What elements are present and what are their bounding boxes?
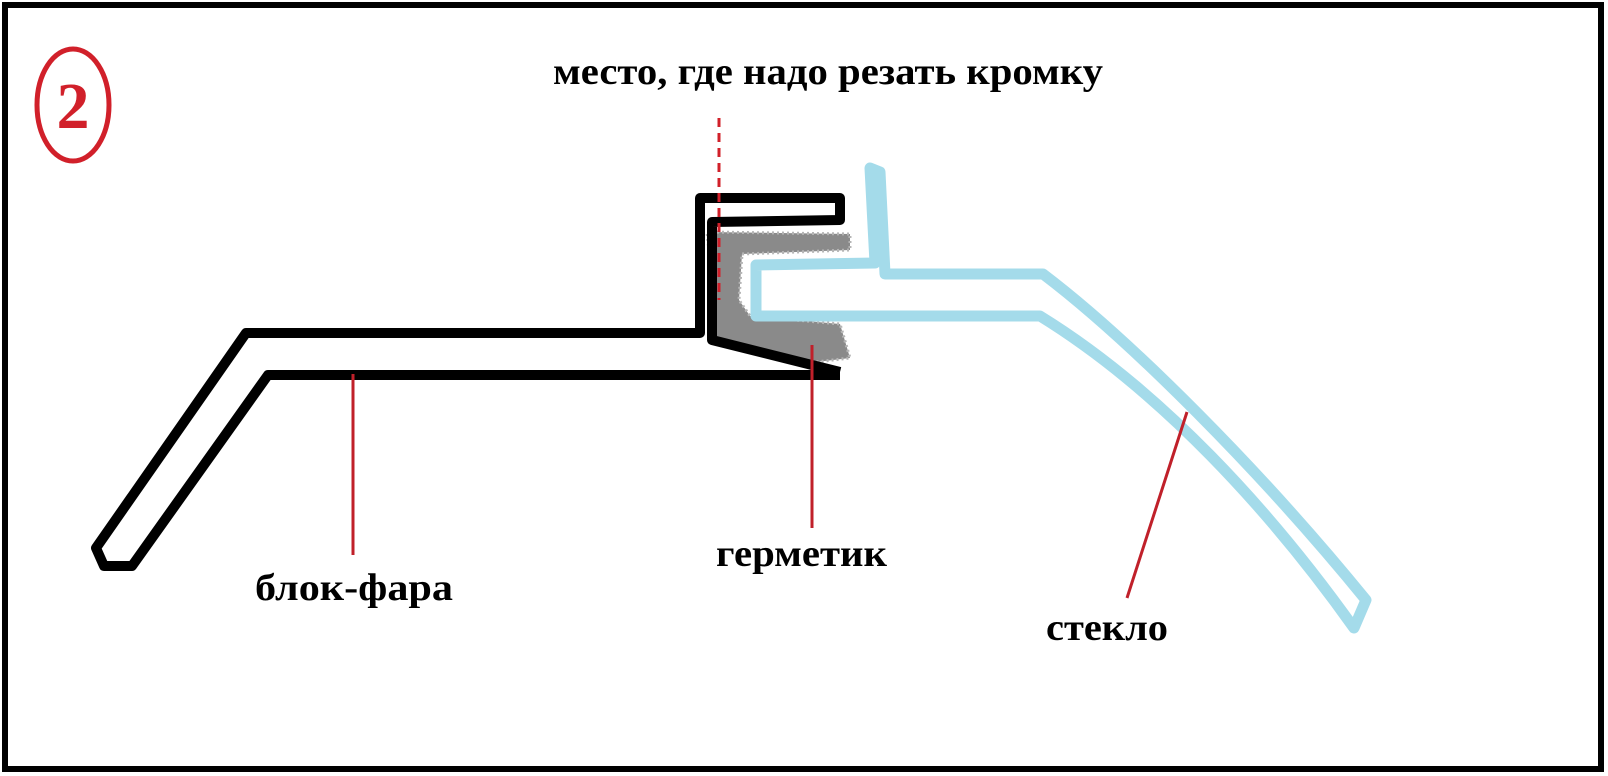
step-badge-number: 2 — [57, 70, 90, 143]
label-sealant: герметик — [716, 533, 887, 575]
label-glass: стекло — [1046, 607, 1168, 649]
step-badge-circle — [34, 46, 112, 164]
glass-lens — [750, 162, 1372, 634]
leader-glass — [1125, 411, 1189, 599]
step-badge: 2 — [34, 46, 112, 164]
label-cut-place: место, где надо резать кромку — [553, 51, 1103, 93]
headlight-housing — [91, 193, 845, 571]
label-headlight: блок-фара — [255, 567, 453, 609]
